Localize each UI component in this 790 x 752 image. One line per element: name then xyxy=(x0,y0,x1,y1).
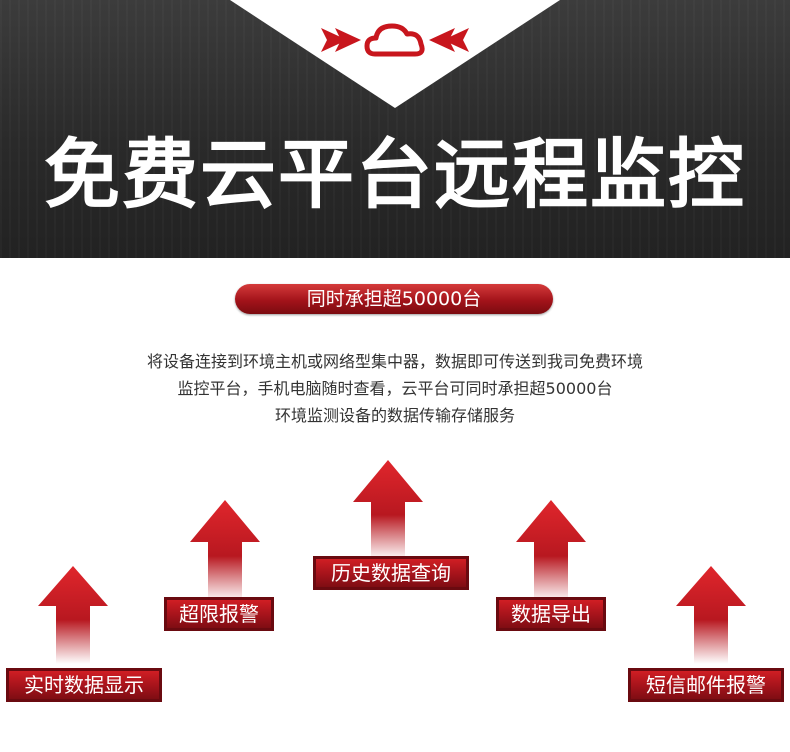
arrow-up-icon xyxy=(676,566,746,664)
feature-data-export: 数据导出 xyxy=(496,597,606,631)
arrow-up-icon xyxy=(190,500,260,602)
logo-group xyxy=(321,23,469,57)
chevron-arrows-icon xyxy=(321,28,469,52)
capacity-badge: 同时承担超50000台 xyxy=(235,284,553,314)
description-text: 将设备连接到环境主机或网络型集中器，数据即可传送到我司免费环境 监控平台，手机电… xyxy=(0,348,790,429)
hero-banner: 免费云平台远程监控 xyxy=(0,0,790,258)
cloud-icon xyxy=(364,23,425,57)
feature-realtime-display: 实时数据显示 xyxy=(6,668,162,702)
page-title: 免费云平台远程监控 xyxy=(44,130,746,219)
arrow-up-icon xyxy=(516,500,586,602)
feature-limit-alarm: 超限报警 xyxy=(164,597,274,631)
description-line: 将设备连接到环境主机或网络型集中器，数据即可传送到我司免费环境 xyxy=(146,352,643,371)
description-line: 环境监测设备的数据传输存储服务 xyxy=(274,406,515,425)
feature-history-query: 历史数据查询 xyxy=(313,556,469,590)
arrow-up-icon xyxy=(38,566,108,664)
feature-sms-email-alarm: 短信邮件报警 xyxy=(628,668,784,702)
description-line: 监控平台，手机电脑随时查看，云平台可同时承担超50000台 xyxy=(177,379,613,398)
arrow-up-icon xyxy=(353,460,423,560)
